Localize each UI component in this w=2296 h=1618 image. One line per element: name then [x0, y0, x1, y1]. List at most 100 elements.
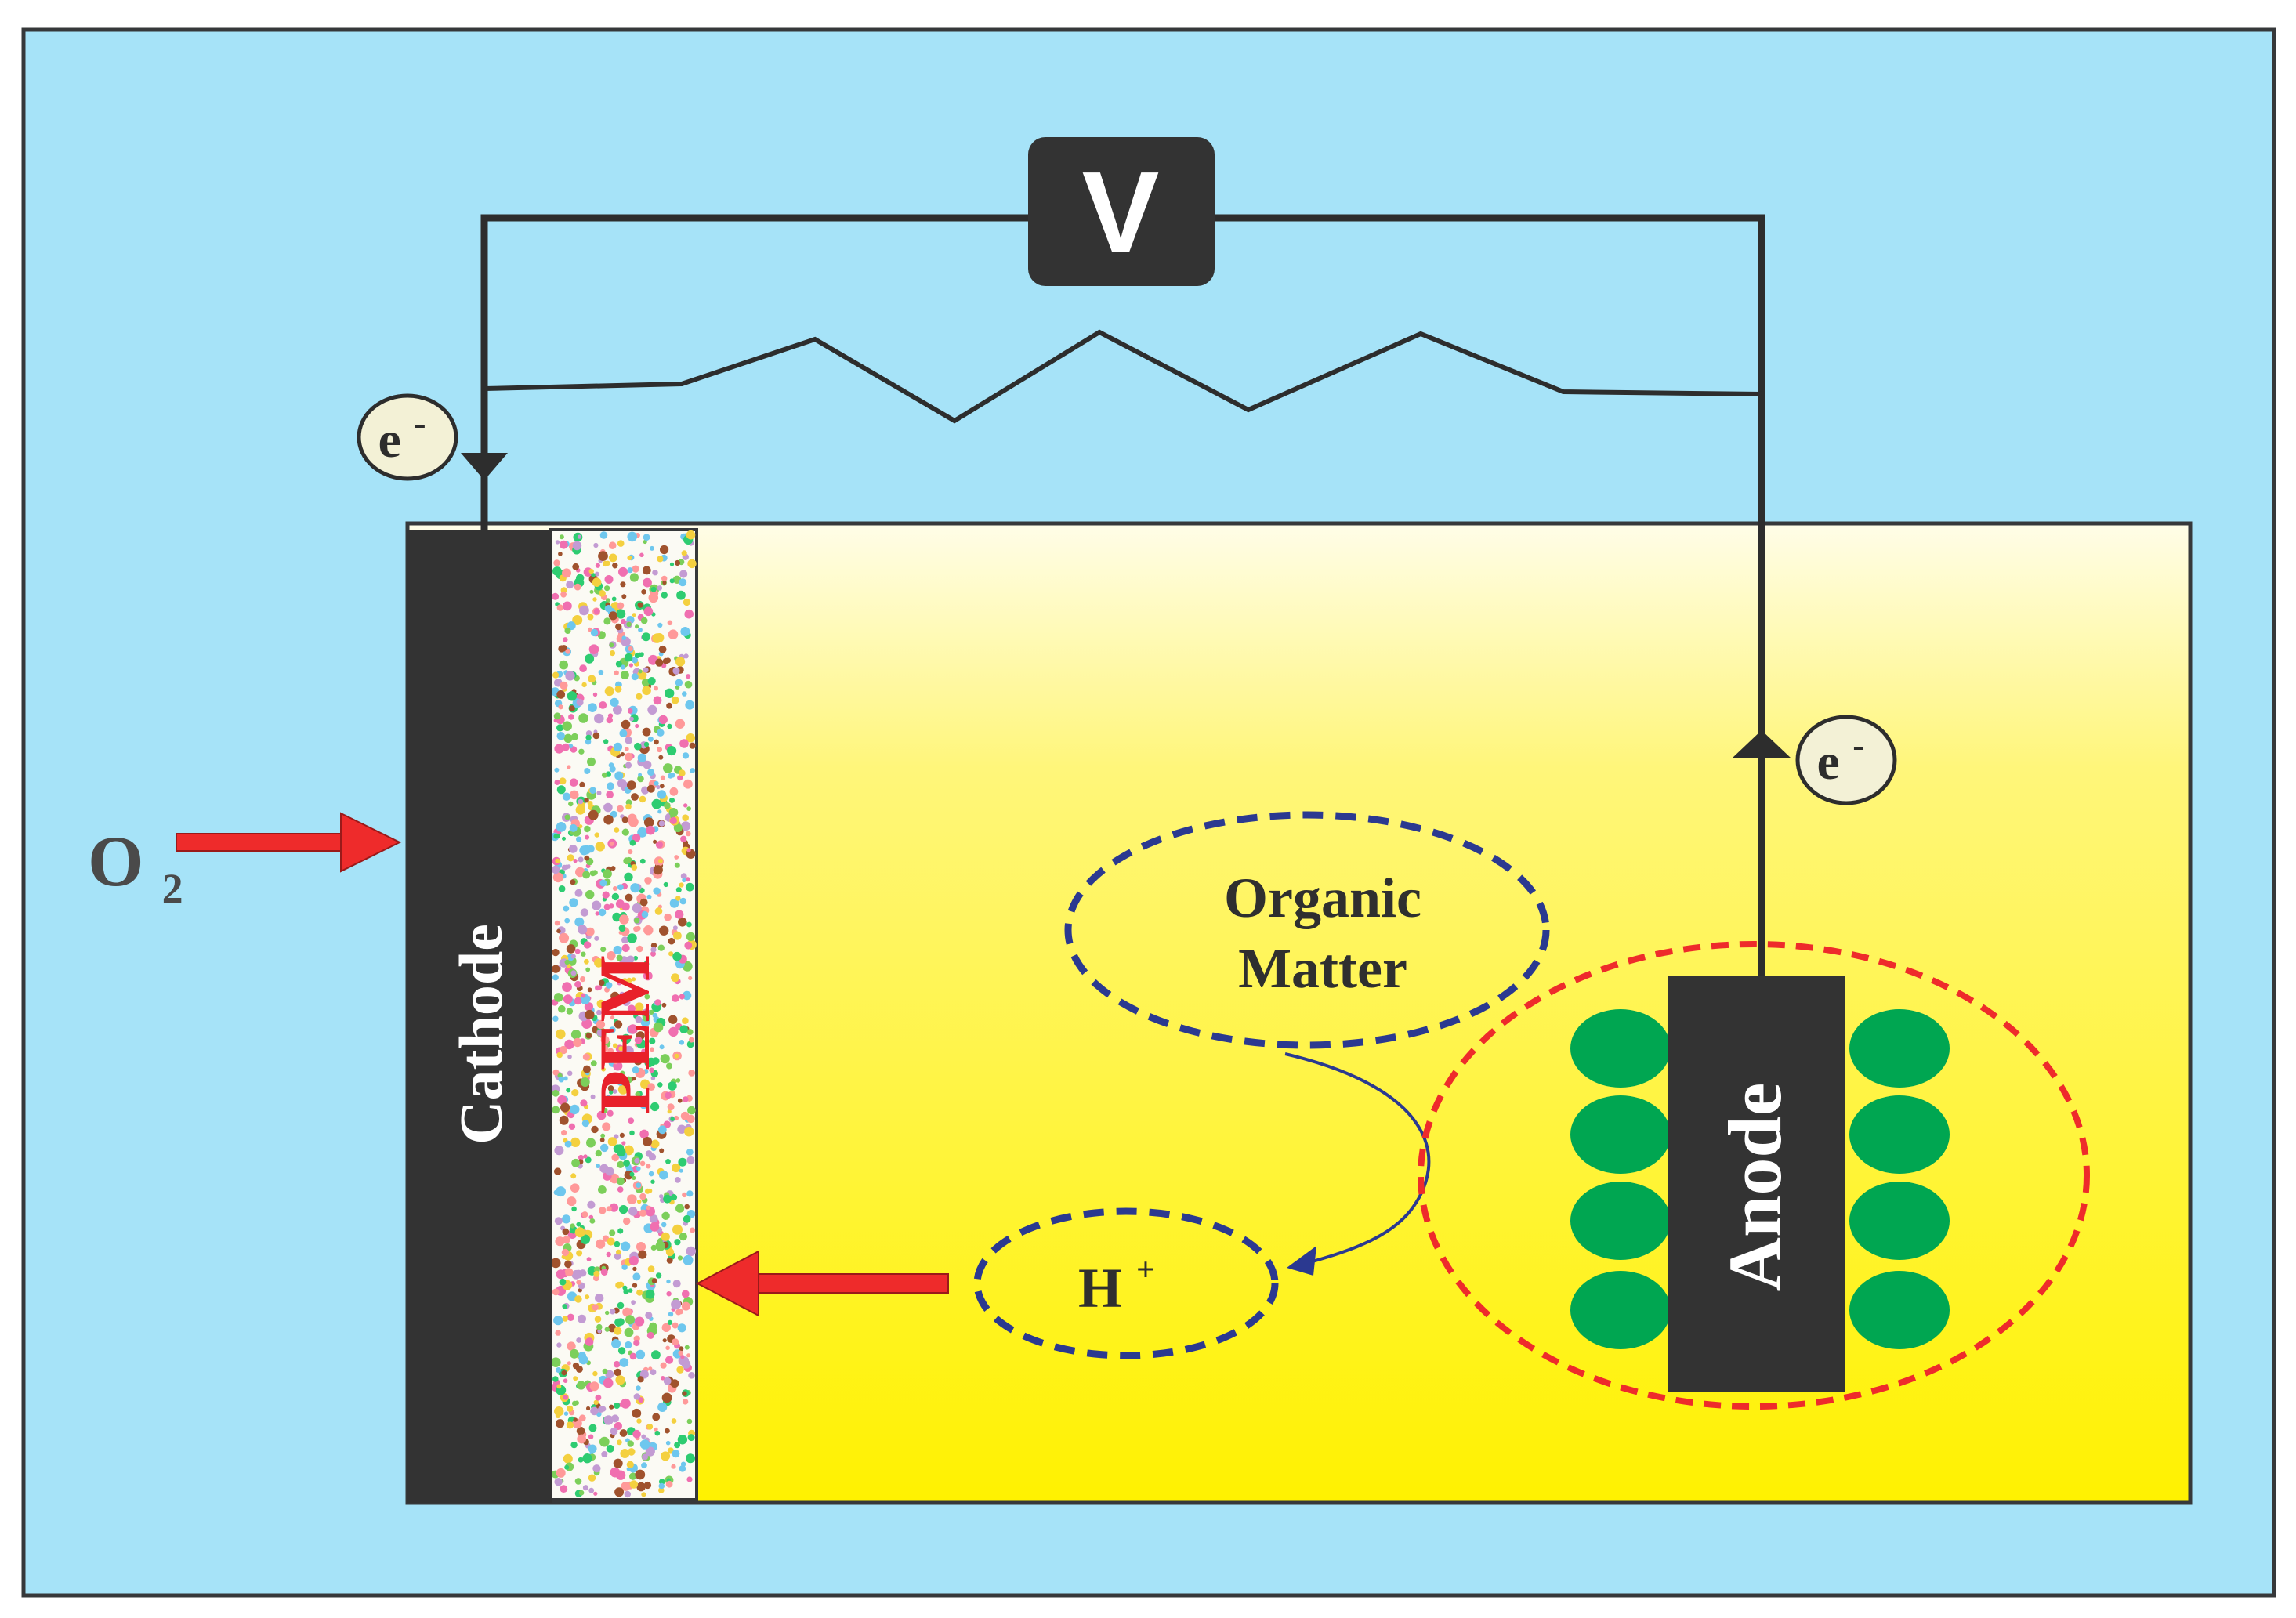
pem-dot — [578, 1490, 585, 1496]
pem-dot — [668, 1026, 679, 1037]
pem-dot — [682, 990, 692, 1001]
pem-dot — [648, 1153, 657, 1161]
pem-dot — [648, 1366, 653, 1371]
pem-dot — [678, 918, 687, 927]
pem-dot — [627, 955, 635, 964]
pem-dot — [682, 1017, 689, 1024]
pem-dot — [654, 1427, 658, 1432]
pem-dot — [584, 855, 590, 861]
pem-dot — [686, 1353, 691, 1358]
pem-dot — [616, 1077, 625, 1086]
pem-dot — [633, 1393, 641, 1400]
pem-dot — [669, 816, 677, 824]
pem-dot — [686, 1114, 695, 1124]
pem-dot — [643, 606, 654, 617]
pem-dot — [659, 1194, 664, 1199]
pem-dot — [652, 570, 658, 576]
pem-dot — [591, 1125, 599, 1134]
pem-dot — [621, 719, 631, 729]
pem-dot — [594, 832, 599, 838]
pem-dot — [675, 896, 681, 901]
bacteria-cell-icon — [1849, 1009, 1950, 1088]
pem-dot — [587, 845, 595, 853]
pem-dot — [609, 1203, 619, 1212]
pem-dot — [636, 945, 643, 953]
pem-dot — [586, 1257, 592, 1261]
pem-dot — [639, 1129, 649, 1139]
pem-dot — [577, 1381, 586, 1390]
pem-dot — [643, 1137, 653, 1146]
pem-dot — [574, 997, 582, 1005]
pem-dot — [661, 1222, 667, 1228]
pem-dot — [594, 957, 603, 968]
pem-dot — [576, 836, 582, 842]
curved-arrow-head — [1287, 1246, 1316, 1276]
pem-dot — [629, 1472, 637, 1480]
pem-dot — [607, 1137, 617, 1146]
pem-dot — [569, 705, 575, 711]
pem-dot — [627, 780, 636, 790]
pem-dot — [584, 798, 589, 803]
pem-dot — [674, 855, 679, 860]
pem-dot — [603, 617, 611, 625]
pem-dot — [611, 1153, 619, 1162]
top-wire — [480, 214, 1030, 530]
pem-dot — [661, 1392, 672, 1403]
pem-dot — [649, 1037, 656, 1044]
pem-dot — [601, 1451, 608, 1457]
pem-dot — [619, 729, 628, 737]
pem-dot — [609, 1026, 616, 1033]
pem-dot — [617, 1160, 625, 1168]
pem-dot — [562, 792, 571, 801]
pem-dot — [666, 1279, 671, 1284]
pem-dot — [567, 1361, 571, 1366]
pem-dot — [611, 596, 617, 602]
pem-dot — [647, 1265, 655, 1272]
pem-dot — [559, 534, 564, 540]
pem-dot — [621, 1046, 625, 1051]
resistor-icon — [483, 329, 1762, 424]
pem-dot — [614, 827, 620, 833]
voltmeter-icon: V — [1028, 137, 1215, 286]
pem-dot — [610, 810, 617, 818]
pem-dot — [556, 1367, 562, 1373]
pem-dot — [655, 841, 664, 849]
pem-dot — [589, 1218, 596, 1224]
pem-dot — [643, 534, 650, 541]
pem-dot — [600, 1406, 607, 1412]
bacteria-cells — [1570, 1009, 1950, 1349]
pem-dot — [608, 553, 617, 563]
pem-dot — [627, 1004, 636, 1013]
pem-dot — [599, 1164, 609, 1174]
pem-dot — [609, 841, 614, 846]
pem-dot — [585, 1294, 590, 1300]
pem-dot — [572, 615, 583, 625]
pem-dot — [581, 1019, 592, 1029]
pem-dot — [588, 809, 599, 820]
pem-dot — [587, 1200, 596, 1209]
pem-dot — [567, 765, 571, 769]
pem-dot — [565, 671, 575, 681]
pem-dot — [672, 667, 680, 675]
pem-dot — [689, 742, 696, 749]
pem-dot — [659, 925, 669, 936]
pem-dot — [657, 790, 667, 799]
pem-dot — [592, 597, 597, 602]
pem-dot — [655, 1272, 662, 1279]
pem-dot — [584, 1002, 594, 1012]
pem-dot — [644, 994, 650, 1000]
oxygen-label: O — [88, 821, 144, 901]
pem-dot — [665, 1159, 671, 1164]
pem-dot — [669, 797, 675, 803]
pem-dot — [585, 730, 592, 737]
pem-dot — [626, 1461, 634, 1468]
pem-dot — [676, 1366, 684, 1374]
pem-dot — [585, 734, 592, 740]
pem-dot — [647, 1188, 653, 1193]
pem-dot — [619, 914, 629, 925]
pem-dot — [616, 954, 623, 961]
pem-dot — [616, 1249, 621, 1255]
pem-dot — [587, 757, 596, 766]
pem-dot — [559, 932, 570, 943]
pem-dot — [563, 601, 572, 611]
